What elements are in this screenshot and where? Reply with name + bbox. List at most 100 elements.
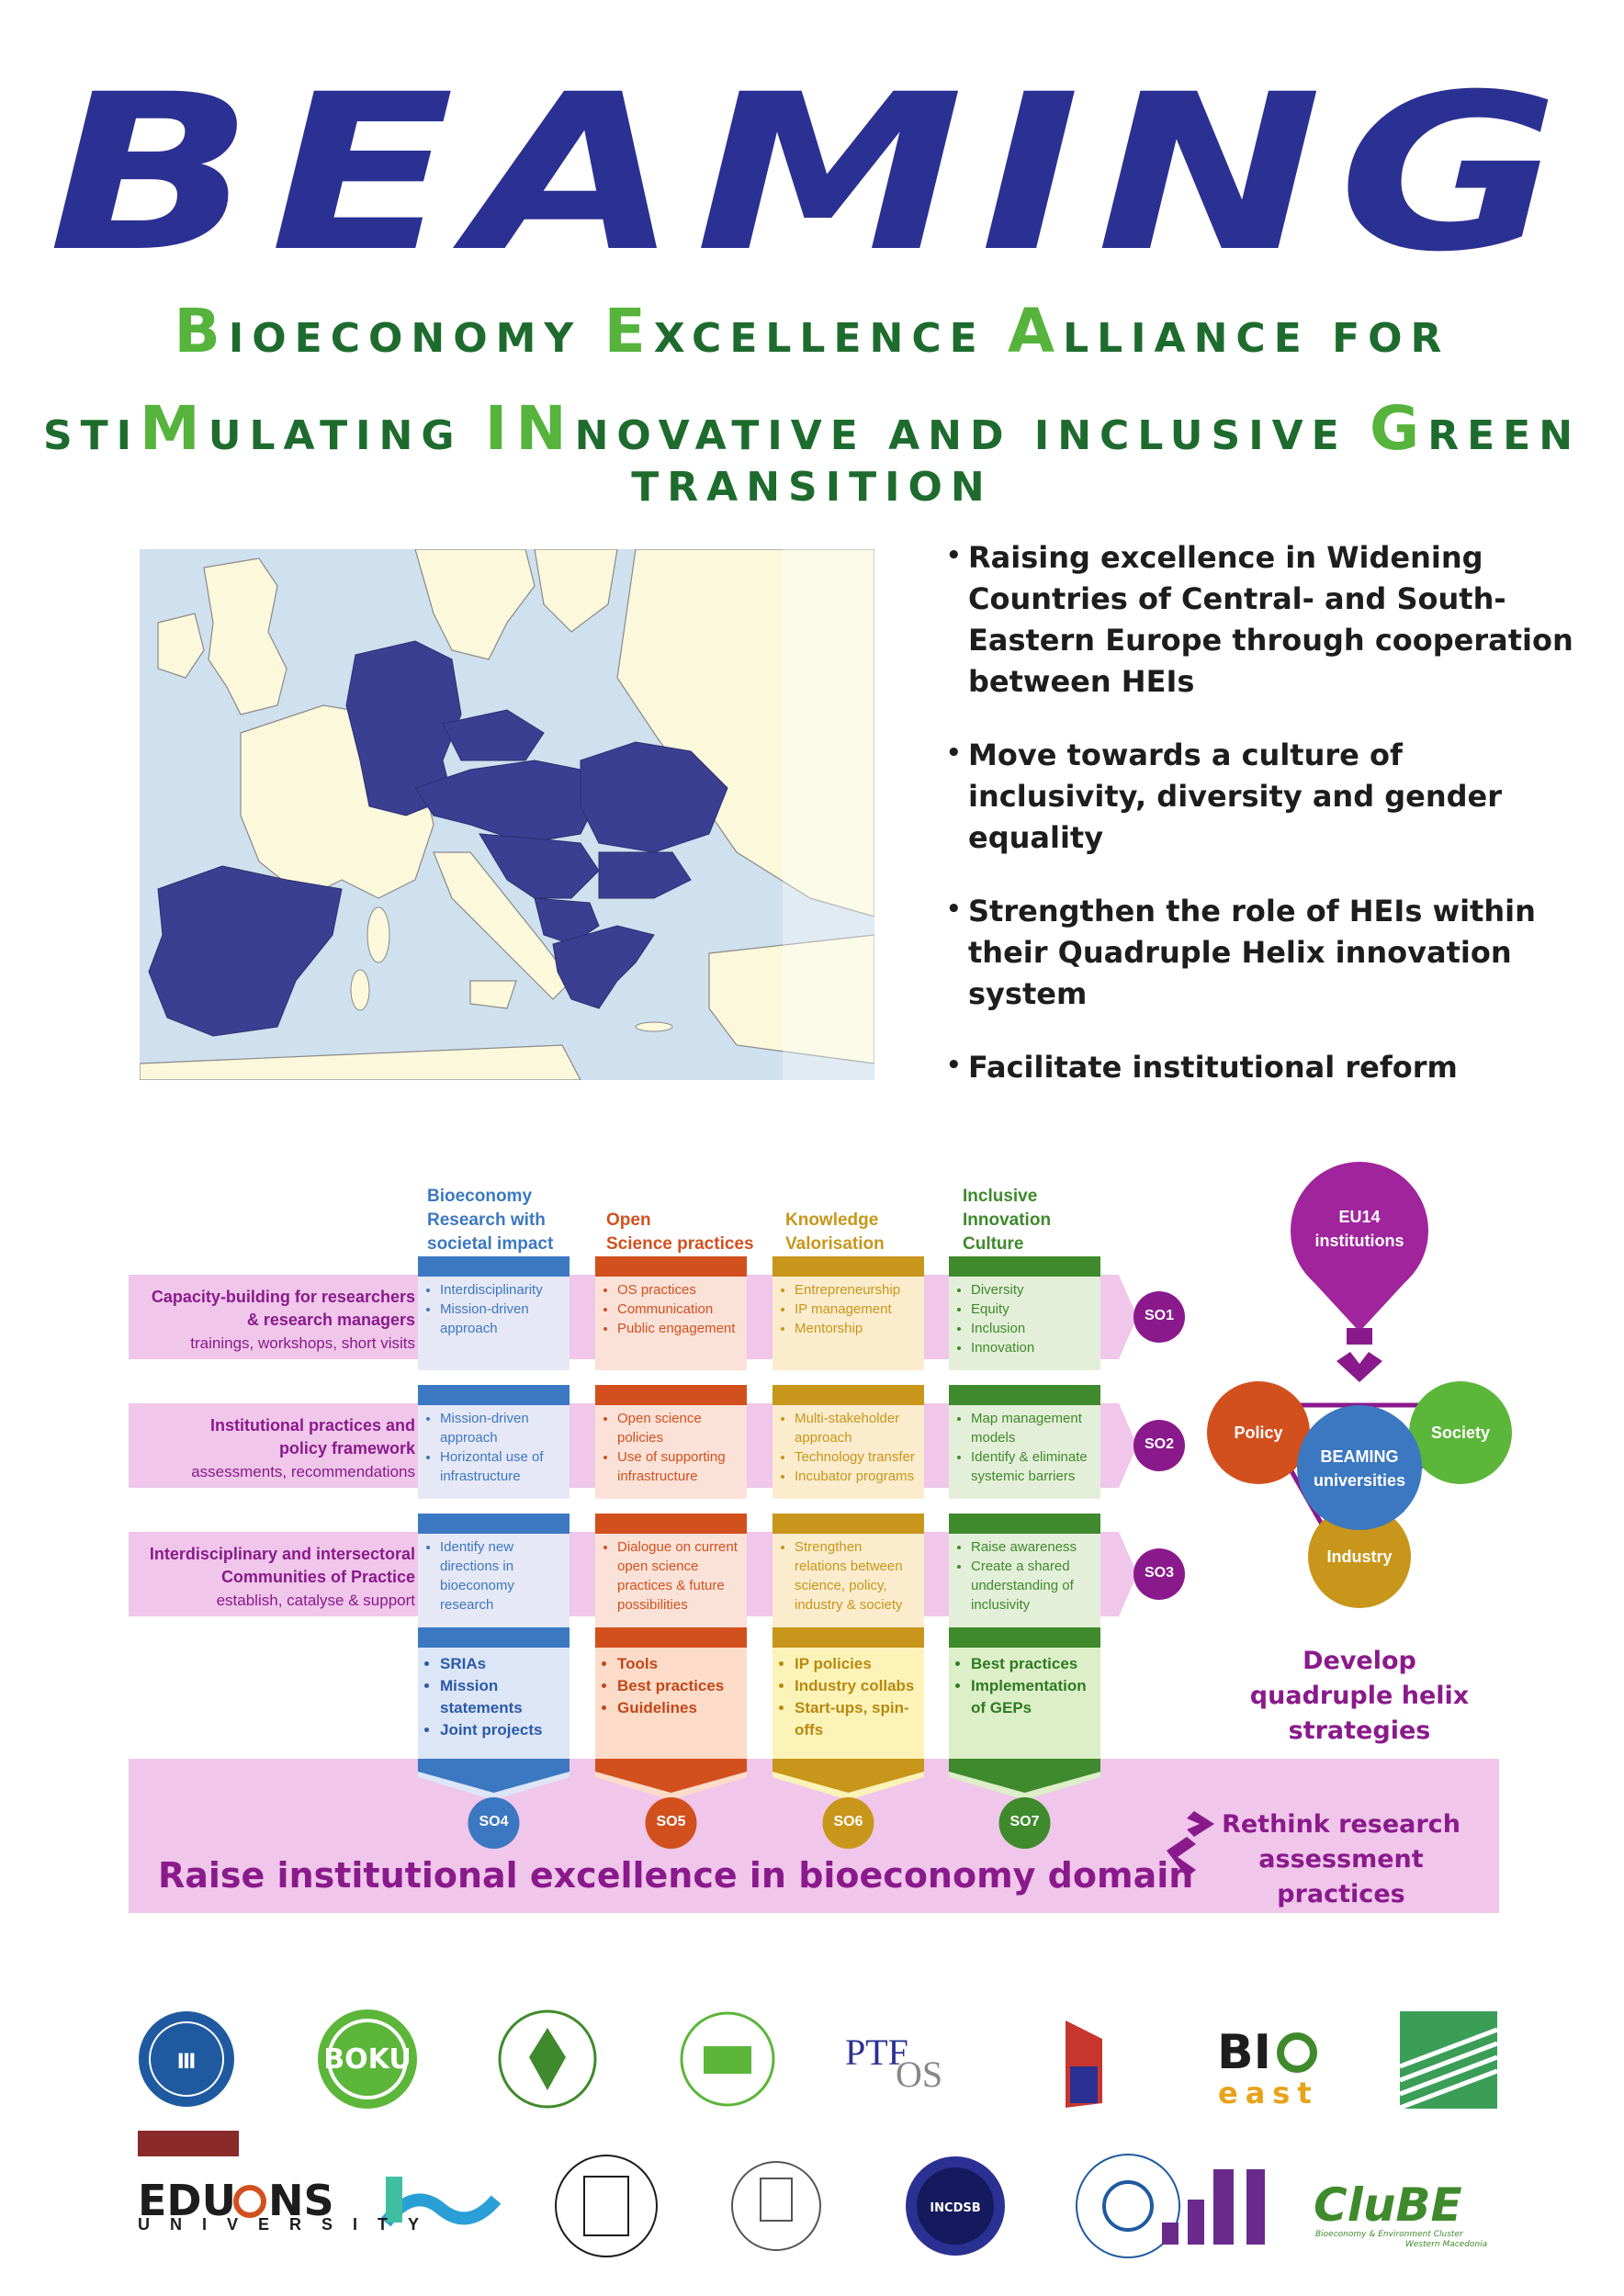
- logo-neoplantensis: [1076, 2154, 1180, 2258]
- matrix-cell: Open science policiesUse of supporting i…: [604, 1409, 739, 1486]
- column-bar: [418, 1514, 570, 1534]
- so-circle-3: [1133, 1548, 1185, 1600]
- so-circle-6: [822, 1797, 874, 1849]
- column-bar: [595, 1514, 747, 1534]
- bullet-inclusivity: • Move towards a culture of inclusivity,…: [946, 735, 1589, 859]
- tagline-text: ULATING: [208, 412, 485, 459]
- tagline-text: LLIANCE FOR: [1063, 315, 1450, 362]
- column-cell-bg: [773, 1532, 924, 1627]
- column-bar: [595, 1256, 747, 1277]
- output-list: IP policiesIndustry collabsStart-ups, sp…: [782, 1653, 920, 1741]
- tagline-line-2: STIMULATING INNOVATIVE AND INCLUSIVE GRE…: [0, 393, 1624, 511]
- so-label-2: SO2: [1144, 1436, 1174, 1452]
- matrix-cell: Raise awarenessCreate a shared understan…: [958, 1537, 1093, 1615]
- tagline-text: NOVATIVE AND INCLUSIVE: [574, 412, 1370, 459]
- helix-beaming-universities: [1297, 1405, 1422, 1530]
- svg-text:Bioeconomy & Environment Clust: Bioeconomy & Environment Cluster: [1315, 2230, 1464, 2239]
- logo-bioeast: BI east: [1217, 2025, 1319, 2110]
- bottom-banner-title: Raise institutional excellence in bioeco…: [158, 1855, 1194, 1896]
- tagline-text: XCELLENCE: [653, 315, 1009, 362]
- beaming-universities-label: BEAMING universities: [1313, 1447, 1406, 1490]
- logo-green-university: [680, 2011, 775, 2107]
- so-circle-1: [1133, 1291, 1185, 1343]
- matrix-cell: Dialogue on current open science practic…: [604, 1537, 739, 1615]
- tagline-text: REEN TRANSITION: [631, 412, 1582, 511]
- matrix-cell: EntrepreneurshipIP managementMentorship: [782, 1280, 917, 1338]
- rethink-arrows-icon: [1167, 1811, 1214, 1877]
- logo-boku: BOKU: [318, 2009, 417, 2109]
- matrix-cell: Strengthen relations between science, po…: [782, 1537, 917, 1615]
- tagline-text: IOECONOMY: [228, 315, 604, 362]
- matrix-cell: Map management modelsIdentify & eliminat…: [958, 1409, 1093, 1486]
- quadruple-helix: [1207, 1162, 1512, 1608]
- column-cell-bg: [773, 1403, 924, 1499]
- svg-text:NS: NS: [268, 2176, 334, 2225]
- svg-text:east: east: [1218, 2076, 1319, 2110]
- balloon-eu14: [1291, 1162, 1428, 1300]
- column-cell-bg: [949, 1403, 1100, 1499]
- row-label-capacity-building: Capacity-building for researchers& resea…: [151, 1288, 415, 1352]
- land-areas: [140, 549, 874, 1080]
- bullet-institutional-reform: • Facilitate institutional reform: [946, 1047, 1589, 1088]
- logo-stripes: [1399, 2011, 1498, 2110]
- rethink-research-label: Rethink research assessment practices: [1222, 1810, 1460, 1908]
- column-cell-bg: [595, 1403, 747, 1499]
- so-label-4: SO4: [479, 1814, 509, 1829]
- svg-text:Western Macedonia: Western Macedonia: [1405, 2240, 1487, 2249]
- tagline-acronym-letter: B: [174, 296, 229, 366]
- column-bar: [949, 1627, 1100, 1648]
- column-bar: [418, 1627, 570, 1648]
- beaming-logo-title: BEAMING: [49, 64, 1576, 276]
- tagline-acronym-letter: M: [140, 393, 209, 464]
- so-circle-5: [645, 1797, 697, 1849]
- column-bar: [949, 1256, 1100, 1277]
- logo-pannonica: [731, 2161, 821, 2251]
- beaming-wordmark: BEAMING: [49, 64, 1576, 276]
- output-list: ToolsBest practicesGuidelines: [604, 1653, 743, 1719]
- svg-text:INCDSB: INCDSB: [930, 2201, 980, 2215]
- bullet-dot-icon: •: [946, 1052, 962, 1079]
- matrix-cell: OS practicesCommunicationPublic engageme…: [604, 1280, 739, 1338]
- column-bar: [773, 1514, 924, 1534]
- bullet-dot-icon: •: [946, 739, 962, 767]
- tagline-acronym-letter: IN: [484, 393, 575, 464]
- tagline-acronym-letter: A: [1008, 296, 1064, 366]
- svg-text:EDU: EDU: [138, 2176, 236, 2225]
- column-cell-bg: [418, 1275, 570, 1370]
- beaming-countries: [148, 640, 728, 1037]
- svg-text:PTF: PTF: [845, 2032, 908, 2073]
- matrix-cell: Mission-driven approachHorizontal use of…: [427, 1409, 562, 1486]
- svg-text:BI: BI: [1217, 2025, 1271, 2080]
- column-bar: [773, 1627, 924, 1648]
- industry-label: Industry: [1326, 1548, 1393, 1566]
- matrix-cell: Multi-stakeholder approachTechnology tra…: [782, 1409, 917, 1486]
- diagram-graphics: [129, 1162, 1512, 1913]
- helix-policy: [1207, 1381, 1310, 1484]
- column-cell-bg: [949, 1532, 1100, 1627]
- matrix-cell: DiversityEquityInclusionInnovation: [958, 1280, 1093, 1357]
- partner-logos: Ⅲ BOKU PTF OS BI east: [0, 2002, 1624, 2278]
- logo-educons: EDU NS: [138, 2131, 334, 2225]
- so-circle-7: [998, 1797, 1051, 1849]
- society-label: Society: [1430, 1424, 1491, 1442]
- tagline-acronym-letter: G: [1370, 393, 1428, 464]
- column-cell-bg: [949, 1275, 1100, 1370]
- bullet-dot-icon: •: [946, 895, 962, 923]
- column-bar: [949, 1385, 1100, 1405]
- so-circle-2: [1133, 1420, 1185, 1471]
- column-bar: [595, 1627, 747, 1648]
- column-cell-bg: [418, 1532, 570, 1627]
- logo-banja-luka: Ⅲ: [139, 2011, 234, 2107]
- output-list: Best practicesImplementation of GEPs: [958, 1653, 1097, 1719]
- column-bar: [773, 1385, 924, 1405]
- column-bar: [418, 1385, 570, 1405]
- so-label-6: SO6: [833, 1814, 863, 1829]
- so-label-7: SO7: [1009, 1814, 1040, 1829]
